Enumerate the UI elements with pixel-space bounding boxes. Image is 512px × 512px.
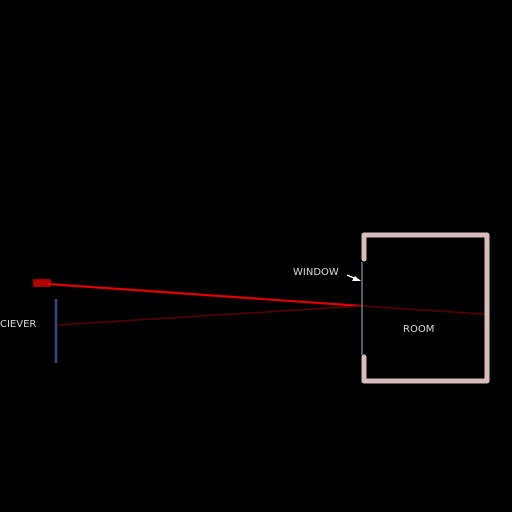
reflected-beam — [56, 305, 363, 326]
laser-beam — [47, 282, 363, 308]
arrow-icon — [346, 274, 361, 281]
room-walls — [361, 232, 490, 384]
receiver-label: CIEVER — [0, 319, 36, 330]
laser-beam-through-room — [361, 305, 485, 315]
laser-emitter-icon — [33, 279, 51, 287]
window-label: WINDOW — [293, 267, 339, 278]
room-wall-upper — [361, 232, 490, 384]
room-label: ROOM — [403, 324, 434, 335]
